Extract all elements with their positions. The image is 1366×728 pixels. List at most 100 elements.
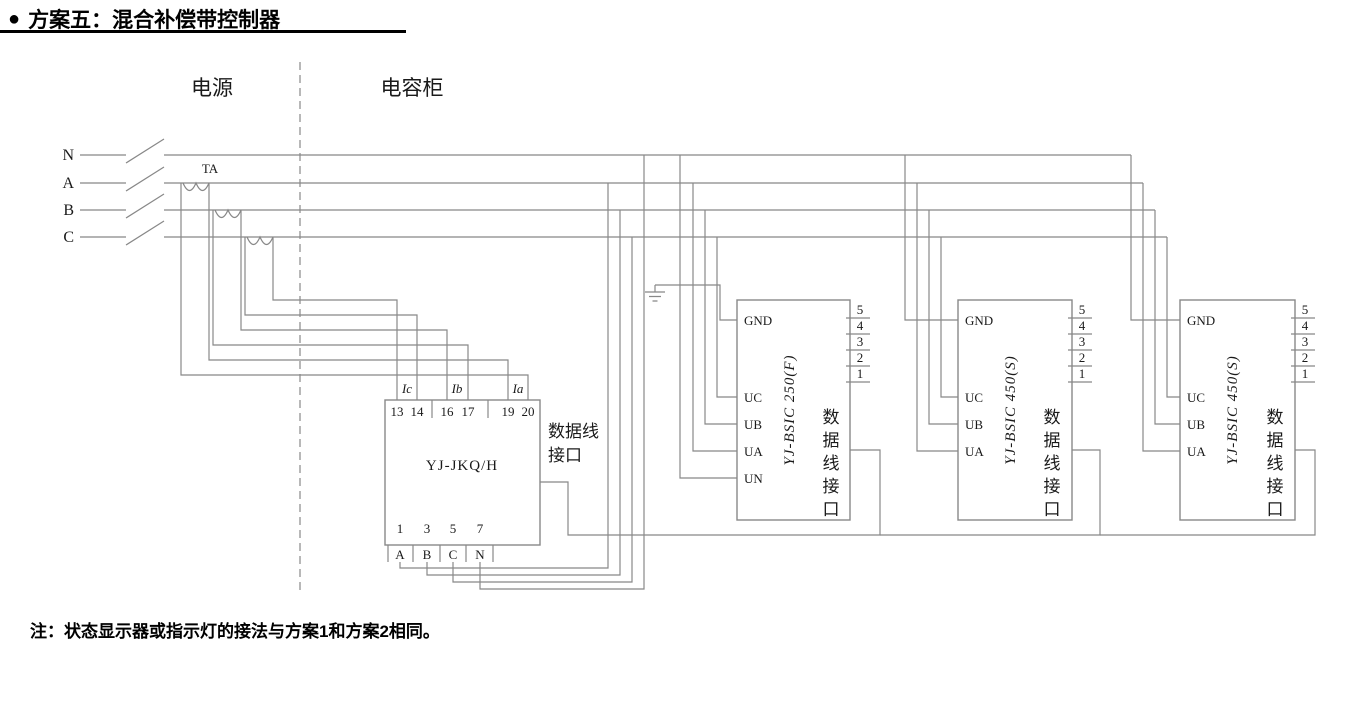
disconnect-switch-blades <box>125 138 165 246</box>
module2-pin-3: 3 <box>1079 334 1086 349</box>
module2-pin-2: 2 <box>1079 350 1086 365</box>
ct-input-label-ia: Ia <box>512 381 524 396</box>
module2-model-label: YJ-BSIC 450(S) <box>1003 355 1019 464</box>
wire-data-controller-to-module1 <box>540 449 881 536</box>
wire-data-module1-to-module2 <box>880 449 1101 536</box>
controller-data-port-label-line2: 接口 <box>548 446 582 465</box>
wire-module2-gnd <box>904 155 958 321</box>
module2-terminal-gnd: GND <box>965 313 993 328</box>
wire-module2-ua <box>916 183 958 452</box>
wire-controller-phase-a <box>399 183 609 569</box>
page-title: ● 方案五：混合补偿带控制器 <box>8 4 280 34</box>
bus-label-b: B <box>63 202 74 219</box>
power-bus <box>80 138 1167 246</box>
controller-terminal-1: 1 <box>397 521 404 536</box>
module3-pin-3: 3 <box>1302 334 1309 349</box>
module3-port-char-4: 接 <box>1267 477 1284 496</box>
wire-ic-lead-2 <box>244 237 418 400</box>
wire-module3-ua <box>1142 183 1180 452</box>
footnote: 注：状态显示器或指示灯的接法与方案1和方案2相同。 <box>30 622 440 641</box>
wire-data-module2-to-module3 <box>1100 449 1316 536</box>
controller: Ic Ib Ia 13 14 16 17 19 20 YJ-JKQ/H 1 3 … <box>384 381 599 562</box>
module3-terminal-ua: UA <box>1187 444 1206 459</box>
module3-pin-4: 4 <box>1302 318 1309 333</box>
controller-terminal-13: 13 <box>391 404 404 419</box>
module2-pin-underlines <box>1068 317 1092 383</box>
module3-terminal-uc: UC <box>1187 390 1205 405</box>
controller-bottom-terminal-strip <box>387 545 494 562</box>
module2-terminal-uc: UC <box>965 390 983 405</box>
module1-terminal-ub: UB <box>744 417 762 432</box>
module1-pin-4: 4 <box>857 318 864 333</box>
controller-phase-wires <box>399 155 645 590</box>
controller-terminal-17: 17 <box>462 404 476 419</box>
ct-symbol-phase-a <box>182 181 210 192</box>
ct-label-ta: TA <box>202 161 219 176</box>
wire-module2-ub <box>928 210 958 425</box>
wire-ib-lead-2 <box>212 210 469 400</box>
module1-pin-3: 3 <box>857 334 864 349</box>
module1-supply-wires <box>679 155 737 479</box>
controller-phase-a-label: A <box>395 547 405 562</box>
module2-terminal-ub: UB <box>965 417 983 432</box>
cabinet-section-label: 电容柜 <box>381 76 444 100</box>
wire-module2-uc <box>940 237 958 398</box>
module3-terminal-gnd: GND <box>1187 313 1215 328</box>
ct-secondary-wires <box>180 183 529 400</box>
module1-port-char-5: 口 <box>823 500 840 519</box>
module3-port-char-5: 口 <box>1267 500 1284 519</box>
module3-supply-wires <box>1130 155 1180 452</box>
module3-pin-1: 1 <box>1302 366 1309 381</box>
module3-pin-5: 5 <box>1302 302 1309 317</box>
wire-ic-lead-1 <box>272 237 398 400</box>
module1-terminal-un: UN <box>744 471 763 486</box>
module2-box <box>957 299 1073 521</box>
bus-label-a: A <box>62 175 74 192</box>
wire-ib-lead-1 <box>240 210 448 400</box>
ct-symbol-phase-b <box>214 208 242 219</box>
module3-terminal-ub: UB <box>1187 417 1205 432</box>
controller-terminal-20: 20 <box>522 404 535 419</box>
module3-pin-underlines <box>1291 317 1315 383</box>
module1-port-char-3: 线 <box>823 454 840 473</box>
wire-module3-ub <box>1154 210 1180 425</box>
ct-input-label-ic: Ic <box>401 381 412 396</box>
controller-data-port-label-line1: 数据线 <box>548 422 599 441</box>
controller-terminal-16: 16 <box>441 404 455 419</box>
wire-controller-phase-c <box>452 237 633 583</box>
controller-phase-c-label: C <box>449 547 458 562</box>
wire-module1-ub <box>704 210 737 425</box>
earth-ground <box>645 284 737 321</box>
module-1: GND UC UB UA UN 5 4 3 2 1 YJ-BSIC 250(F)… <box>736 299 870 521</box>
controller-phase-n-label: N <box>475 547 485 562</box>
controller-terminal-7: 7 <box>477 521 484 536</box>
module3-model-label: YJ-BSIC 450(S) <box>1225 355 1241 464</box>
module2-pin-5: 5 <box>1079 302 1086 317</box>
power-section-label: 电源 <box>191 76 233 100</box>
controller-terminal-5: 5 <box>450 521 457 536</box>
controller-phase-b-label: B <box>423 547 432 562</box>
controller-terminal-19: 19 <box>502 404 515 419</box>
controller-terminal-3: 3 <box>424 521 431 536</box>
ground-symbol-icon <box>645 285 665 302</box>
module1-terminal-uc: UC <box>744 390 762 405</box>
module1-port-char-1: 数 <box>823 408 840 427</box>
module1-terminal-ua: UA <box>744 444 763 459</box>
module2-supply-wires <box>904 155 958 452</box>
bullet-icon: ● <box>8 7 21 30</box>
data-bus-chain <box>540 449 1316 536</box>
module1-terminal-gnd: GND <box>744 313 772 328</box>
module1-pin-5: 5 <box>857 302 864 317</box>
title-underline <box>0 30 406 33</box>
wire-ia-lead-1 <box>208 183 509 400</box>
module3-box <box>1179 299 1296 521</box>
module-3: GND UC UB UA 5 4 3 2 1 YJ-BSIC 450(S) 数 … <box>1179 299 1315 521</box>
module2-terminal-ua: UA <box>965 444 984 459</box>
module3-port-char-2: 据 <box>1267 431 1284 450</box>
ct-input-label-ib: Ib <box>451 381 463 396</box>
controller-box <box>384 399 541 546</box>
wire-module1-ua <box>692 183 737 452</box>
bus-label-c: C <box>63 229 74 246</box>
controller-terminal-14: 14 <box>411 404 425 419</box>
